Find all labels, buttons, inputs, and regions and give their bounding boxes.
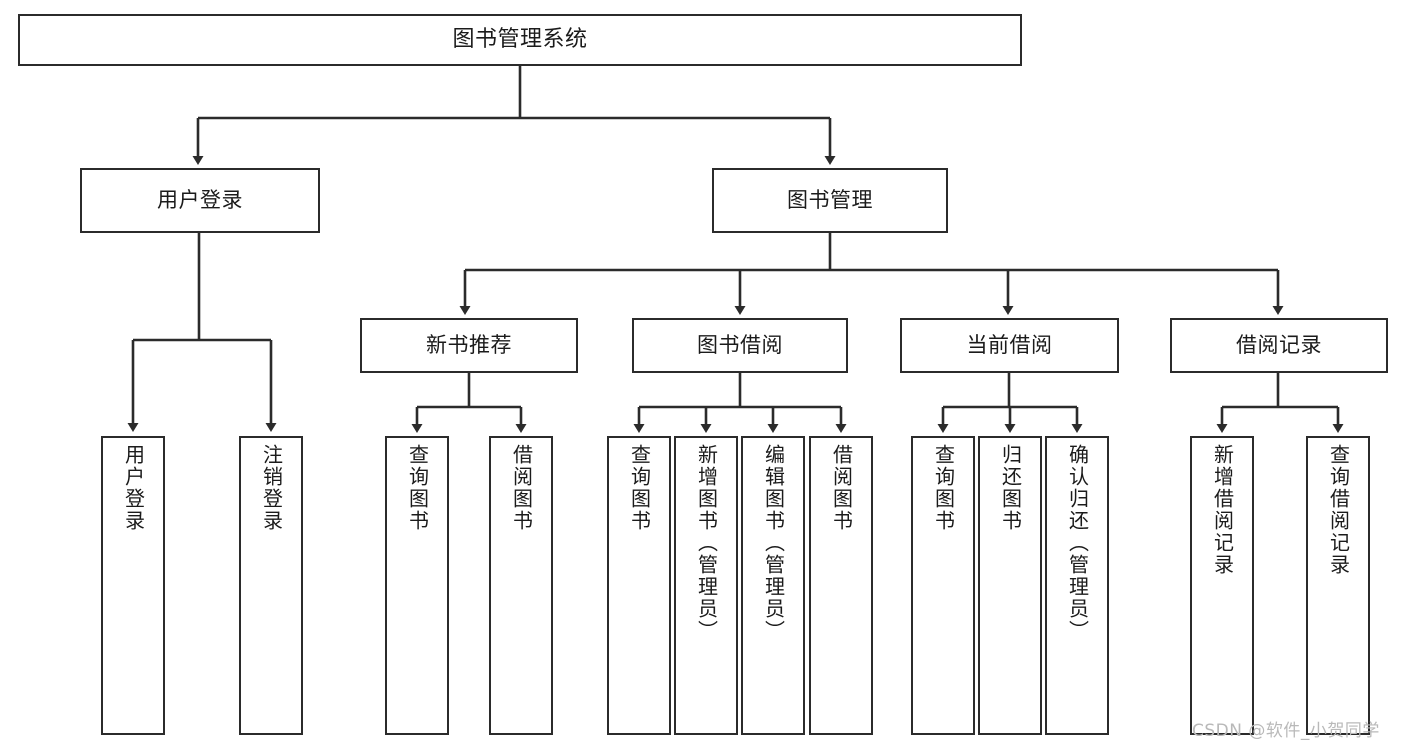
node-label: 图书借阅 bbox=[697, 333, 783, 358]
node-new-book-recommend[interactable]: 新书推荐 bbox=[360, 318, 578, 373]
node-leaf-add-book[interactable]: 新增图书（管理员） bbox=[674, 436, 738, 735]
node-leaf-query-book-3[interactable]: 查询图书 bbox=[911, 436, 975, 735]
node-label: 查询图书 bbox=[627, 444, 652, 532]
node-leaf-add-record[interactable]: 新增借阅记录 bbox=[1190, 436, 1254, 735]
node-label: 确认归还（管理员） bbox=[1065, 444, 1090, 642]
node-label: 查询图书 bbox=[931, 444, 956, 532]
node-label: 当前借阅 bbox=[966, 333, 1053, 358]
node-leaf-return-book[interactable]: 归还图书 bbox=[978, 436, 1042, 735]
node-leaf-confirm-return[interactable]: 确认归还（管理员） bbox=[1045, 436, 1109, 735]
node-label: 图书管理系统 bbox=[452, 27, 588, 53]
node-label: 查询借阅记录 bbox=[1326, 444, 1351, 576]
node-leaf-query-book-2[interactable]: 查询图书 bbox=[607, 436, 671, 735]
node-label: 新增图书（管理员） bbox=[694, 444, 719, 642]
node-label: 查询图书 bbox=[405, 444, 430, 532]
node-leaf-query-book-1[interactable]: 查询图书 bbox=[385, 436, 449, 735]
node-label: 借阅记录 bbox=[1236, 333, 1322, 358]
node-user-login[interactable]: 用户登录 bbox=[80, 168, 320, 233]
node-root-system[interactable]: 图书管理系统 bbox=[18, 14, 1022, 66]
node-book-management[interactable]: 图书管理 bbox=[712, 168, 948, 233]
node-label: 编辑图书（管理员） bbox=[761, 444, 786, 642]
node-book-borrow[interactable]: 图书借阅 bbox=[632, 318, 848, 373]
node-label: 借阅图书 bbox=[509, 444, 534, 532]
node-leaf-borrow-book-2[interactable]: 借阅图书 bbox=[809, 436, 873, 735]
node-leaf-user-login[interactable]: 用户登录 bbox=[101, 436, 165, 735]
node-label: 注销登录 bbox=[259, 444, 284, 532]
node-label: 用户登录 bbox=[121, 444, 146, 532]
node-label: 新增借阅记录 bbox=[1210, 444, 1235, 576]
node-label: 借阅图书 bbox=[829, 444, 854, 532]
node-label: 新书推荐 bbox=[426, 333, 512, 358]
node-leaf-borrow-book-1[interactable]: 借阅图书 bbox=[489, 436, 553, 735]
node-label: 归还图书 bbox=[998, 444, 1023, 532]
node-leaf-edit-book[interactable]: 编辑图书（管理员） bbox=[741, 436, 805, 735]
node-borrow-record[interactable]: 借阅记录 bbox=[1170, 318, 1388, 373]
node-leaf-query-record[interactable]: 查询借阅记录 bbox=[1306, 436, 1370, 735]
node-label: 图书管理 bbox=[787, 188, 873, 213]
node-leaf-logout-login[interactable]: 注销登录 bbox=[239, 436, 303, 735]
node-current-borrow[interactable]: 当前借阅 bbox=[900, 318, 1119, 373]
node-label: 用户登录 bbox=[157, 188, 243, 213]
csdn-watermark: CSDN @软件_小贺同学 bbox=[1192, 721, 1380, 741]
